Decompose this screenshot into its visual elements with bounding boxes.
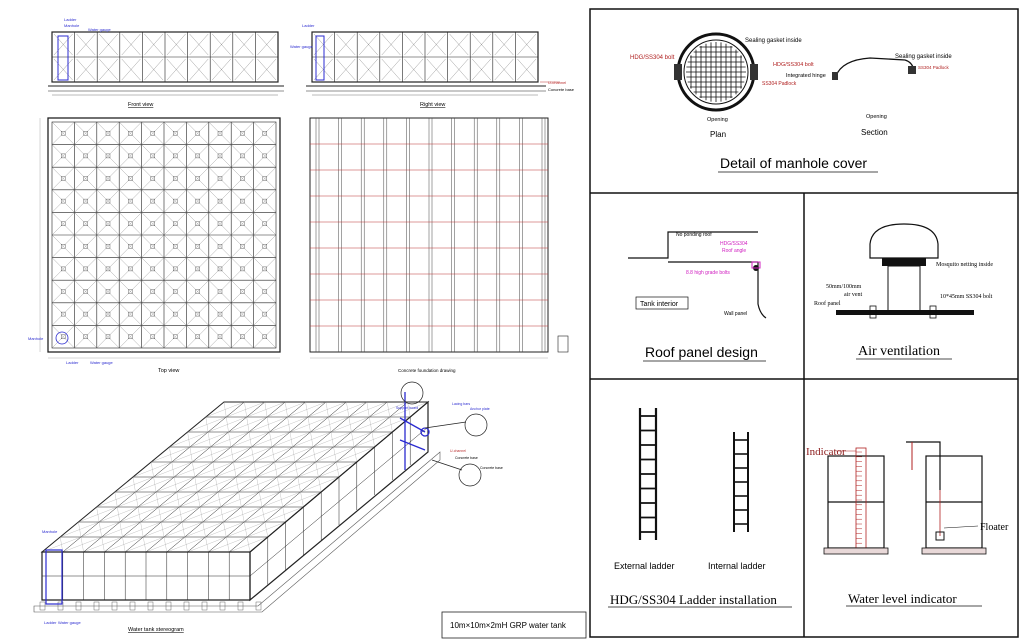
foundation-plan: Concrete foundation drawing: [309, 117, 569, 373]
st-uchannel-callout: U-channel: [450, 449, 466, 453]
front-gauge-callout: Water gauge: [88, 27, 112, 32]
top-gauge-callout: Water gauge: [90, 360, 114, 365]
details-panel: Sealing gasket inside HDG/SS304 bolt SS3…: [589, 8, 1019, 638]
vent-title: Air ventilation: [858, 344, 940, 359]
right-view-label: Right view: [420, 102, 445, 108]
level-scale: [856, 451, 862, 544]
top-view: Manhole Ladder Water gauge Top view: [28, 117, 281, 374]
right-view-panel-grid: [312, 32, 538, 82]
mh-hinge: Integrated hinge: [786, 73, 826, 79]
stereogram-front-wall-grid: [39, 552, 262, 611]
mh-padlock-section: SS304 Padlock: [918, 65, 950, 70]
right-gauge-callout: Water gauge: [290, 44, 314, 49]
st-support-callout: Support board: [396, 406, 418, 410]
vent-roof-panel: Roof panel: [814, 300, 841, 307]
st-ladder-callout: Ladder: [44, 620, 57, 625]
st-lacing-callout: Lacing bars: [452, 402, 470, 406]
front-ladder-callout: Ladder: [64, 17, 77, 22]
foundation-label: Concrete foundation drawing: [398, 368, 456, 373]
manhole-grate: [686, 42, 746, 102]
air-vent-detail: Mosquito netting inside 50mm/100mm air v…: [814, 223, 993, 360]
stereogram-side-wall-grid: [249, 417, 429, 585]
water-level-detail: Indicator Floater Water level indicator: [806, 441, 1009, 607]
mh-plan-label: Plan: [710, 130, 726, 139]
vent-size-2: air vent: [844, 292, 862, 298]
right-view: U-channel Concrete base Ladder Water gau…: [290, 23, 575, 108]
front-view-label: Front view: [128, 102, 153, 108]
title-block-text: 10m×10m×2mH GRP water tank: [450, 621, 567, 630]
roof-wall-panel: Wall panel: [724, 311, 747, 317]
roof-angle-1: HDG/SS304: [720, 241, 748, 247]
st-gauge-callout: Water gauge: [58, 620, 82, 625]
stereogram-label: Water tank stereogram: [128, 627, 184, 633]
roof-angle-2: Roof angle: [722, 248, 746, 254]
front-view: Ladder Manhole Water gauge Front view: [48, 17, 284, 108]
wl-indicator: Indicator: [806, 446, 846, 458]
tank-stereogram: Support board Lacing bars Anchor plate U…: [33, 381, 503, 633]
vent-size-1: 50mm/100mm: [826, 284, 862, 290]
tank-drawing-sheet: Ladder Manhole Water gauge Front view U-…: [28, 17, 587, 639]
stereogram-roof-grid: [41, 401, 429, 553]
vent-bolt: 10*45mm SS304 bolt: [940, 294, 993, 300]
mh-section-label: Section: [861, 128, 888, 137]
mh-gasket-section: Sealing gasket inside: [895, 54, 952, 60]
external-ladder: [638, 408, 658, 540]
mh-bolt-plan: HDG/SS304 bolt: [630, 55, 675, 61]
st-concrete-callout: Concrete base: [455, 456, 478, 460]
manhole-cover-detail: Sealing gasket inside HDG/SS304 bolt SS3…: [630, 32, 952, 173]
roof-panel-detail: No ponding roof HDG/SS304 Roof angle 8.8…: [628, 231, 767, 362]
right-uchannel-callout: U-channel: [548, 80, 566, 85]
internal-ladder: [733, 432, 749, 532]
right-ladder-callout: Ladder: [302, 23, 315, 28]
st-anchor-callout: Anchor plate: [470, 407, 490, 411]
right-concrete-callout: Concrete base: [548, 87, 575, 92]
ladder-title: HDG/SS304 Ladder installation: [610, 592, 777, 607]
top-ladder-callout: Ladder: [66, 360, 79, 365]
foundation-beam-grid: [310, 118, 548, 352]
st-concrete-callout-2: Concrete base: [480, 466, 503, 470]
roof-bolts: 8.8 high grade bolts: [686, 270, 730, 276]
manhole-title: Detail of manhole cover: [720, 155, 867, 171]
st-manhole-callout: Manhole: [42, 529, 58, 534]
mh-opening-section: Opening: [866, 114, 887, 120]
ladder-external-label: External ladder: [614, 561, 675, 571]
vent-mosquito: Mosquito netting inside: [936, 262, 993, 268]
roof-tank-interior: Tank interior: [640, 301, 679, 308]
wl-floater: Floater: [980, 522, 1009, 533]
wl-title: Water level indicator: [848, 591, 957, 606]
top-view-label: Top view: [158, 368, 179, 374]
front-view-panel-grid: [52, 32, 278, 82]
top-manhole-callout: Manhole: [28, 336, 44, 341]
ladder-detail: External ladder Internal ladder HDG/SS30…: [608, 408, 792, 608]
mh-opening-plan: Opening: [707, 117, 728, 123]
mh-padlock-plan: SS304 Padlock: [762, 81, 797, 87]
title-block: 10m×10m×2mH GRP water tank: [441, 611, 587, 639]
ladder-internal-label: Internal ladder: [708, 561, 766, 571]
roof-panel-title: Roof panel design: [645, 344, 758, 360]
mh-bolt-section: HDG/SS304 bolt: [773, 62, 814, 68]
front-manhole-callout: Manhole: [64, 23, 80, 28]
roof-no-ponding: No ponding roof: [676, 232, 712, 238]
mh-gasket-plan: Sealing gasket inside: [745, 38, 802, 44]
top-view-panel-grid: [51, 121, 277, 349]
